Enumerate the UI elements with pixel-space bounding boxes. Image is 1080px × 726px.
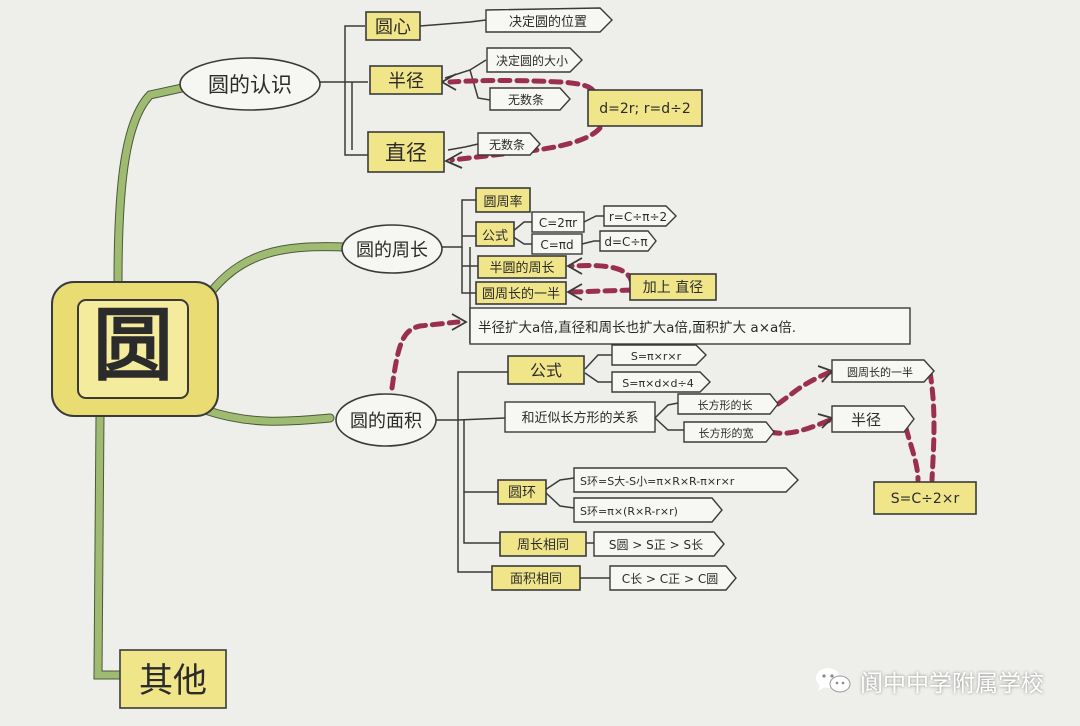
same-area-value: C长 > C正 > C圆 (622, 572, 719, 586)
plus-diameter-label: 加上 直径 (643, 279, 703, 296)
radius-note-2: 无数条 (508, 92, 544, 107)
pi-label: 圆周率 (483, 194, 522, 210)
branch-lines (318, 19, 684, 579)
ring-formula-1: S环=S大-S小=π×R×R-π×r×r (580, 474, 735, 488)
area-formula-label: 公式 (530, 361, 562, 380)
radius-label: 半径 (388, 71, 424, 92)
same-area-label: 面积相同 (510, 572, 562, 587)
circumference-label: 圆的周长 (356, 240, 428, 261)
relation-arrows (389, 73, 937, 483)
area-formula-1: S=π×r×r (631, 350, 682, 363)
radius-note-1: 决定圆的大小 (496, 53, 568, 68)
rect-length-label: 长方形的长 (698, 398, 753, 412)
center-label: 圆心 (375, 17, 411, 38)
diameter-note: 无数条 (489, 137, 525, 152)
root-node: 圆 (51, 281, 219, 417)
area-branch: 圆的面积 公式 S=π×r×r S=π×d×d÷4 和近似长方形的关系 长方形的… (335, 344, 977, 591)
circ-formula-2: C=πd (540, 238, 573, 252)
area-formula-2: S=π×d×d÷4 (622, 377, 693, 390)
rect-relation-label: 和近似长方形的关系 (521, 410, 638, 426)
semicircle-label: 半圆的周长 (489, 260, 554, 276)
center-note: 决定圆的位置 (509, 14, 587, 30)
circ-formula-label: 公式 (482, 229, 508, 244)
recognition-branch: 圆的认识 圆心 决定圆的位置 半径 决定圆的大小 无数条 直径 无数条 d=2r… (179, 7, 703, 173)
half-circumference-label: 圆周长的一半 (482, 286, 560, 302)
rect-width-label: 长方形的宽 (699, 426, 754, 440)
circ-formula-1: C=2πr (539, 216, 577, 230)
circ-derived-1: r=C÷π÷2 (609, 210, 667, 224)
area-label: 圆的面积 (350, 411, 422, 432)
same-perimeter-value: S圆 > S正 > S长 (609, 538, 703, 552)
watermark: 阆中中学附属学校 (814, 664, 1044, 698)
diameter-label: 直径 (385, 141, 427, 165)
other-node[interactable]: 其他 (119, 649, 227, 709)
wechat-icon (816, 668, 851, 693)
recognition-label: 圆的认识 (208, 73, 292, 97)
other-label: 其他 (139, 661, 207, 701)
rect-length-equals: 圆周长的一半 (847, 365, 913, 379)
watermark-text: 阆中中学附属学校 (860, 671, 1044, 697)
main-branches (93, 83, 350, 680)
scaling-note: 半径扩大a倍,直径和周长也扩大a倍,面积扩大 a×a倍. (469, 307, 911, 345)
same-perimeter-label: 周长相同 (517, 538, 569, 553)
root-label: 圆 (93, 299, 173, 392)
ring-label: 圆环 (508, 485, 536, 501)
circumference-branch: 圆的周长 圆周率 公式 C=2πr r=C÷π÷2 C=πd d=C÷π 半圆的… (341, 187, 717, 305)
circ-derived-2: d=C÷π (604, 235, 647, 249)
ring-formula-2: S环=π×(R×R-r×r) (580, 505, 678, 518)
scaling-note-text: 半径扩大a倍,直径和周长也扩大a倍,面积扩大 a×a倍. (478, 320, 796, 336)
rect-width-equals: 半径 (851, 411, 881, 429)
radius-diameter-relation: d=2r; r=d÷2 (599, 101, 690, 117)
rect-area-result: S=C÷2×r (891, 491, 960, 507)
